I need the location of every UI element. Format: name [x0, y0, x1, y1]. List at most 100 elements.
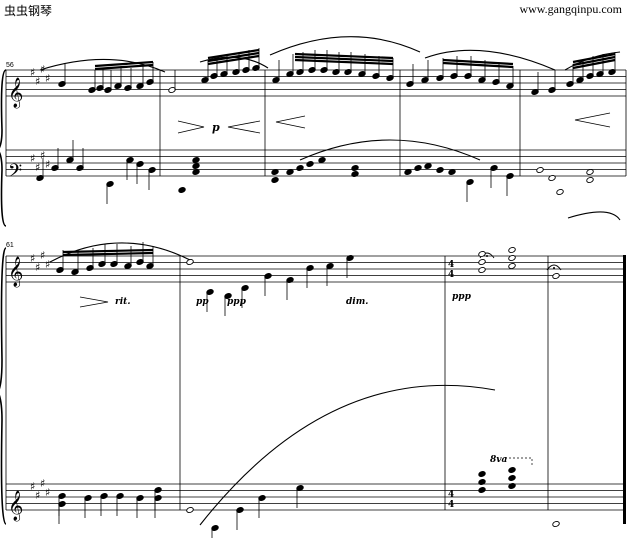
- beam: [572, 55, 616, 67]
- beam: [294, 58, 394, 66]
- brace-system-2: [0, 247, 7, 525]
- note-head: [536, 167, 544, 173]
- measure-number-61: 61: [6, 242, 14, 249]
- sharp-icon: ♯: [45, 258, 50, 271]
- beam: [62, 251, 154, 257]
- final-barline: [623, 255, 626, 524]
- note-head: [346, 255, 354, 278]
- note-head: [478, 60, 486, 83]
- beam: [572, 52, 616, 64]
- marking-dim: dim.: [346, 297, 368, 307]
- sharp-icon: ♯: [45, 486, 50, 499]
- note-head: [478, 259, 486, 265]
- note-head: [556, 189, 564, 195]
- barlines: [5, 70, 627, 510]
- beam: [207, 51, 260, 63]
- dynamic-ppp: ppp: [227, 297, 247, 307]
- beam: [207, 54, 260, 66]
- sharp-icon: ♯: [40, 477, 45, 490]
- note-head: [508, 255, 516, 261]
- treble-clef-icon: 𝄞: [8, 490, 23, 522]
- note-head: [56, 250, 64, 273]
- note-head: [286, 277, 294, 300]
- note-head: [66, 140, 74, 163]
- note-head: [76, 148, 84, 171]
- note-head: [100, 493, 108, 516]
- note-head: [508, 483, 516, 489]
- note-head: [186, 507, 194, 513]
- beam: [62, 248, 154, 254]
- sharp-icon: ♯: [30, 480, 35, 493]
- note-head: [320, 50, 328, 73]
- note-head: [178, 187, 186, 193]
- dynamic-pp: pp: [196, 297, 209, 307]
- beam: [207, 48, 260, 60]
- beam: [94, 60, 154, 68]
- note-head: [252, 48, 260, 71]
- beam: [442, 58, 514, 66]
- treble-clef-icon: 𝄞: [8, 256, 23, 288]
- sharp-icon: ♯: [35, 75, 40, 88]
- note-head: [548, 70, 556, 93]
- note-head: [84, 495, 92, 518]
- note-head: [168, 70, 176, 93]
- sharp-icon: ♯: [45, 72, 50, 85]
- note-head: [201, 60, 209, 83]
- note-head: [404, 169, 412, 175]
- note-head: [508, 467, 516, 473]
- note-head: [264, 273, 272, 296]
- bass-clef-icon: 𝄢: [8, 161, 22, 186]
- note-head: [136, 66, 144, 89]
- note-head: [206, 289, 214, 312]
- sharp-icon: ♯: [35, 261, 40, 274]
- note-head: [148, 167, 156, 190]
- note-head: [192, 169, 200, 175]
- note-head: [466, 179, 474, 202]
- note-head: [236, 507, 244, 530]
- note-head: [406, 64, 414, 87]
- time-sig-top-lower: 4: [448, 490, 454, 500]
- note-head: [116, 493, 124, 516]
- note-head: [552, 273, 560, 279]
- note-head: [490, 165, 498, 188]
- note-head: [186, 259, 194, 265]
- note-head: [296, 52, 304, 75]
- ottava-bracket: [505, 457, 533, 465]
- brace-system-1: [0, 69, 7, 227]
- note-head: [104, 70, 112, 93]
- treble-clef-icon: 𝄞: [8, 77, 23, 109]
- note-head: [478, 487, 486, 493]
- note-head: [136, 242, 144, 265]
- note-head: [478, 471, 486, 477]
- note-head: [306, 265, 314, 288]
- note-head: [326, 263, 334, 286]
- note-head: [258, 495, 266, 518]
- sharp-icon: ♯: [30, 252, 35, 265]
- dynamic-p: p: [212, 121, 220, 134]
- key-signature: ♯♯♯♯♯♯♯♯♯♯♯♯♯♯♯♯: [30, 63, 50, 502]
- note-head: [351, 171, 359, 177]
- note-head: [192, 163, 200, 169]
- note-head: [224, 293, 232, 316]
- fermata-icon: [479, 252, 562, 271]
- sharp-icon: ♯: [30, 152, 35, 165]
- note-head: [531, 72, 539, 95]
- note-head: [136, 495, 144, 518]
- site-url: www.gangqinpu.com: [519, 2, 622, 16]
- note-head: [318, 157, 326, 163]
- note-head: [464, 56, 472, 79]
- sharp-icon: ♯: [40, 249, 45, 262]
- sharp-icon: ♯: [30, 66, 35, 79]
- note-head: [88, 70, 96, 93]
- note-head: [241, 285, 249, 308]
- note-head: [296, 165, 304, 171]
- note-head: [586, 169, 594, 175]
- slurs: [39, 36, 621, 526]
- site-name: 虫虫钢琴: [4, 4, 53, 18]
- note-head: [436, 167, 444, 173]
- note-head: [478, 479, 486, 485]
- note-head: [242, 50, 250, 73]
- note-head: [478, 267, 486, 273]
- note-head: [436, 58, 444, 81]
- note-head: [106, 181, 114, 204]
